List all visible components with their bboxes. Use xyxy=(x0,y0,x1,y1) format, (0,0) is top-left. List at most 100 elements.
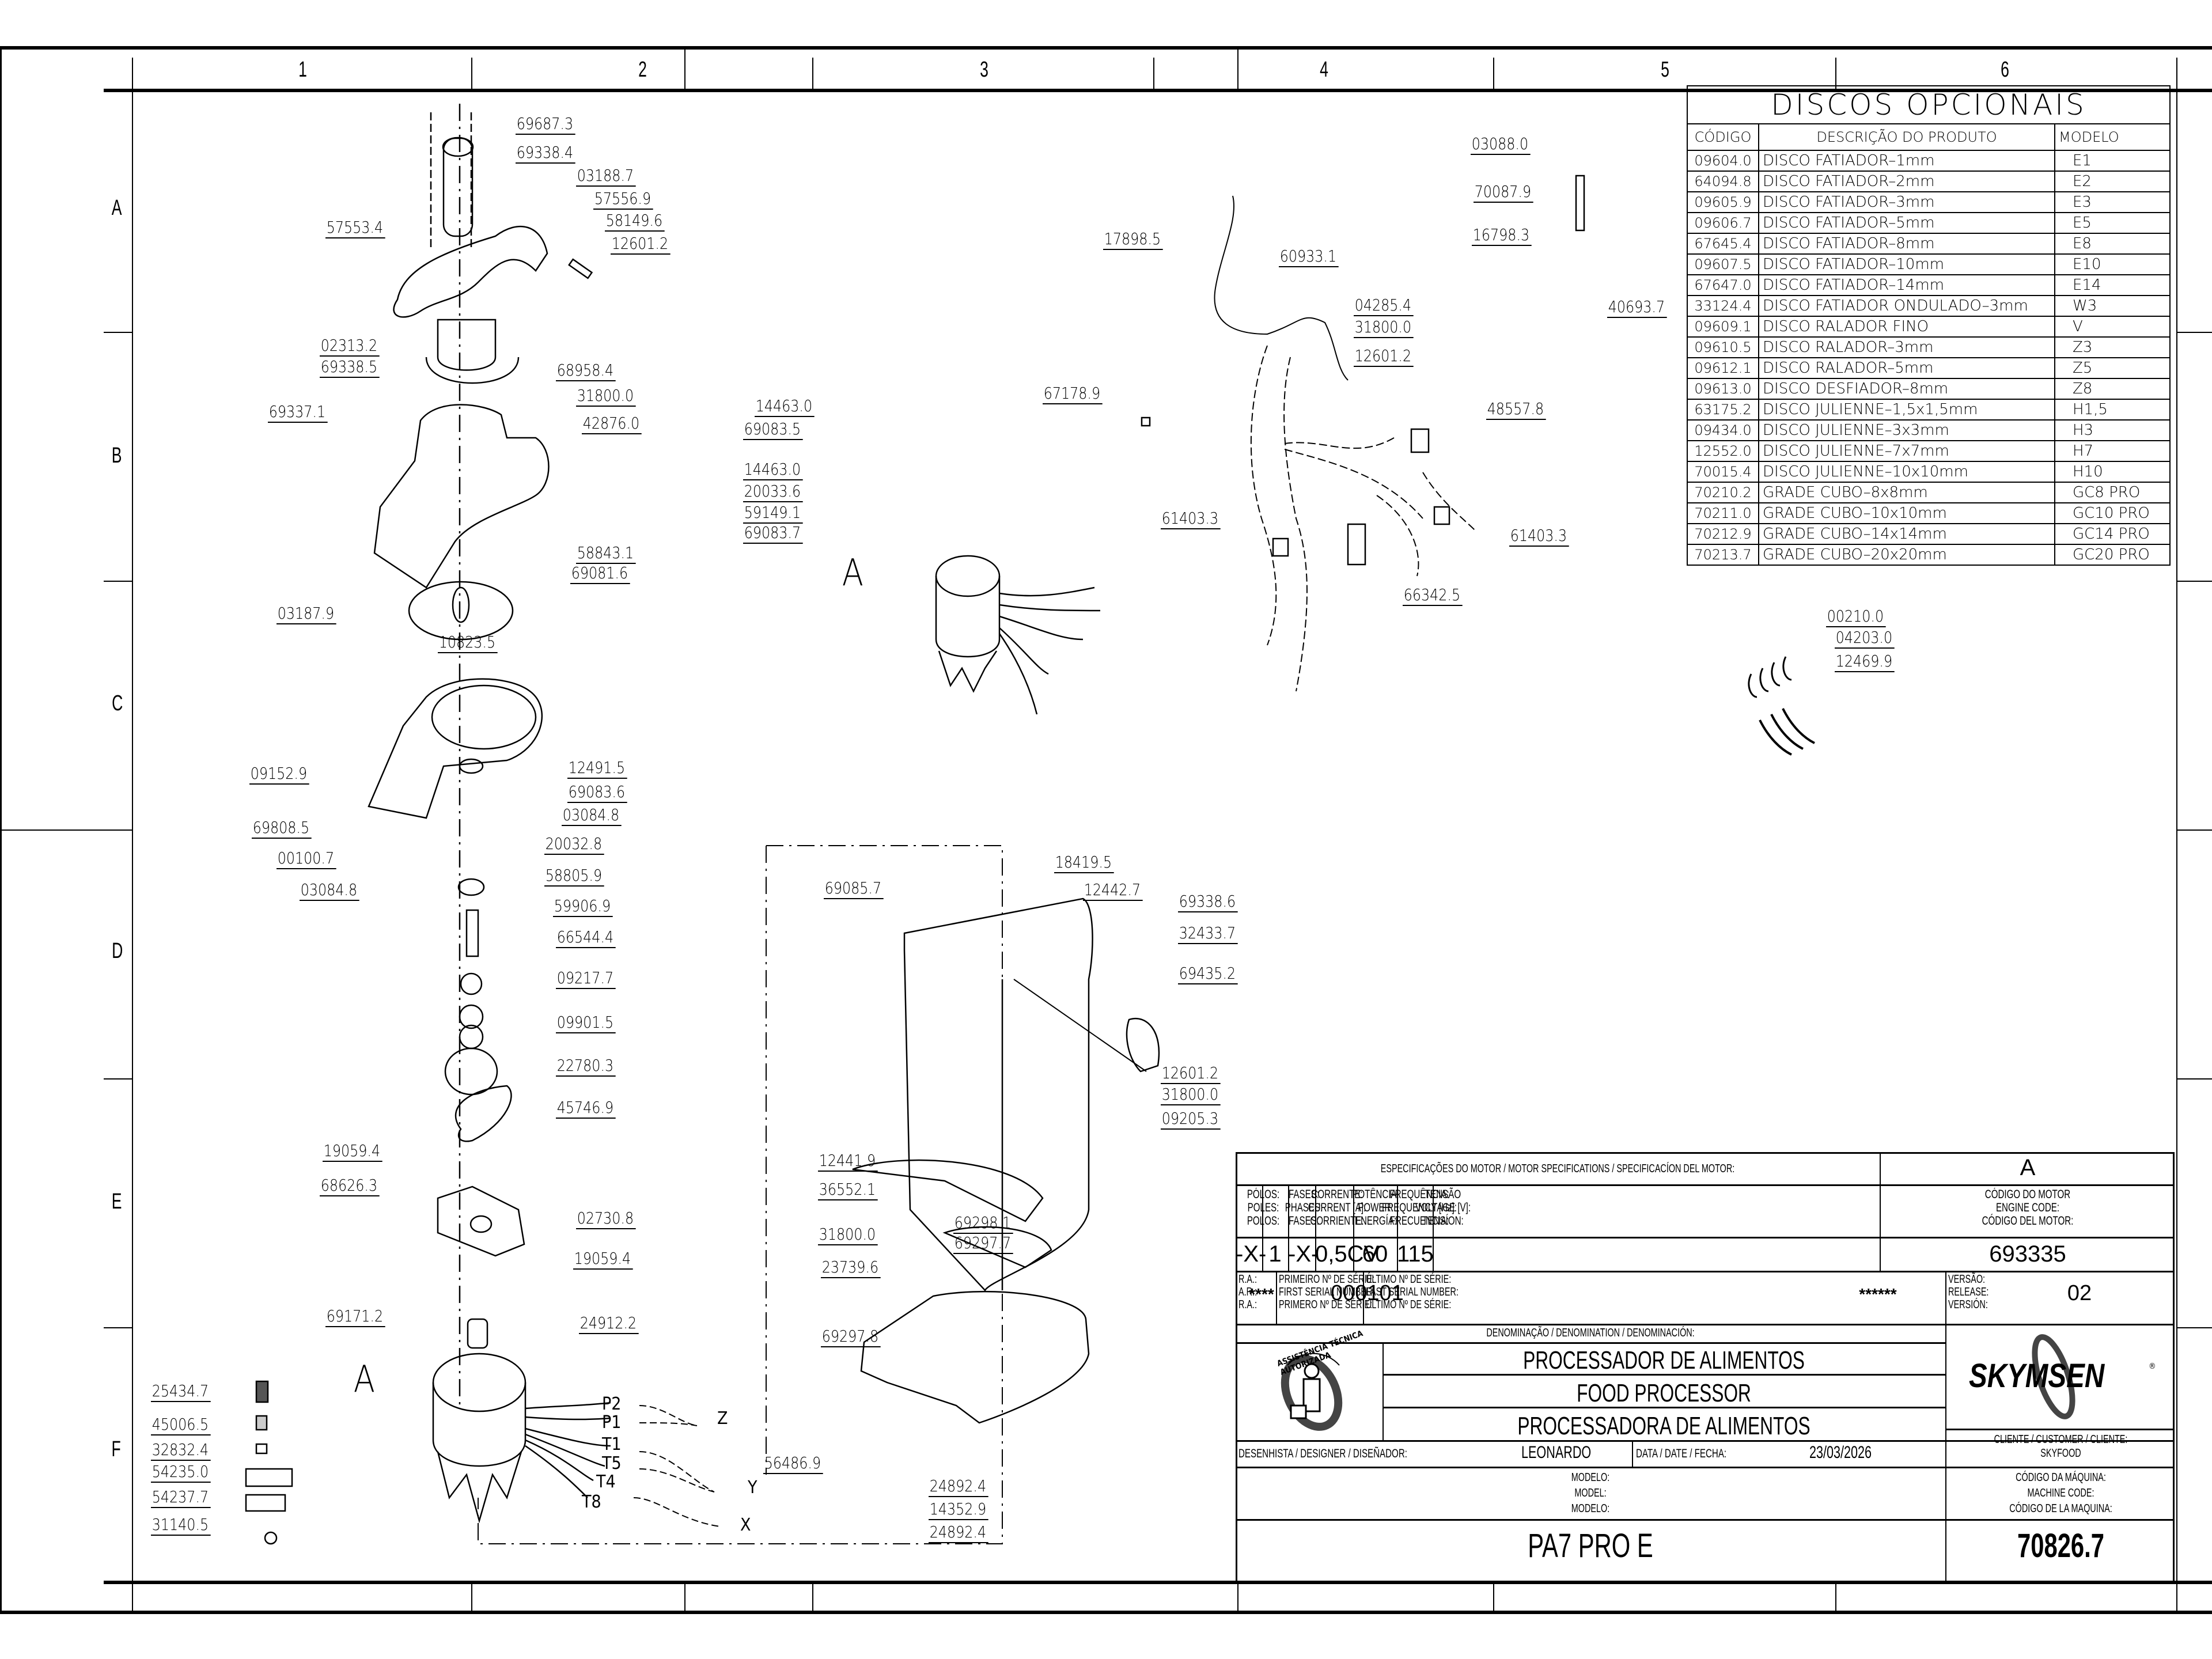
part-label[interactable]: 68958.4 xyxy=(556,362,616,381)
part-label[interactable]: 59149.1 xyxy=(743,504,803,524)
part-label[interactable]: 02313.2 xyxy=(320,337,380,357)
part-label[interactable]: 12469.9 xyxy=(1835,653,1895,672)
part-label[interactable]: 12442.7 xyxy=(1083,881,1143,901)
part-label[interactable]: 58149.6 xyxy=(605,212,665,232)
zone-header-line xyxy=(104,89,2212,92)
part-label[interactable]: 31140.5 xyxy=(151,1516,211,1536)
part-label[interactable]: 14463.0 xyxy=(743,461,803,480)
part-label[interactable]: 14463.0 xyxy=(755,397,815,417)
last-serial-value: ****** xyxy=(1859,1285,1897,1303)
part-label[interactable]: 18419.5 xyxy=(1054,854,1114,873)
part-label[interactable]: 14352.9 xyxy=(929,1501,988,1520)
part-label[interactable]: 54235.0 xyxy=(151,1463,211,1483)
part-label[interactable]: 03084.8 xyxy=(562,806,622,826)
part-label[interactable]: 69435.2 xyxy=(1178,965,1238,984)
part-label[interactable]: 12601.2 xyxy=(1354,347,1414,367)
part-label[interactable]: 19059.4 xyxy=(573,1250,633,1270)
part-label[interactable]: 40693.7 xyxy=(1607,298,1667,318)
part-label[interactable]: 69083.5 xyxy=(743,421,803,440)
part-label[interactable]: 69083.6 xyxy=(567,783,627,803)
part-label[interactable]: 32433.7 xyxy=(1178,925,1238,944)
part-label[interactable]: 69297.8 xyxy=(821,1328,881,1347)
part-label[interactable]: 03187.9 xyxy=(276,605,336,624)
part-label[interactable]: 69338.6 xyxy=(1178,893,1238,912)
disc-code: 70210.2 xyxy=(1687,482,1759,503)
part-label[interactable]: 57553.4 xyxy=(325,219,385,238)
part-label[interactable]: 66342.5 xyxy=(1403,586,1463,606)
part-label[interactable]: 69687.3 xyxy=(516,115,575,135)
part-label[interactable]: 31800.0 xyxy=(818,1226,878,1245)
part-label[interactable]: 42876.0 xyxy=(582,415,642,434)
part-label[interactable]: 09152.9 xyxy=(249,765,309,785)
part-label[interactable]: 04203.0 xyxy=(1835,629,1895,649)
part-label[interactable]: 69083.7 xyxy=(743,524,803,544)
part-label[interactable]: 00210.0 xyxy=(1826,608,1886,627)
part-label[interactable]: 31800.0 xyxy=(1354,319,1414,338)
part-label[interactable]: 12441.9 xyxy=(818,1152,878,1172)
part-label[interactable]: 70087.9 xyxy=(1474,183,1533,203)
part-label[interactable]: 31800.0 xyxy=(1161,1086,1221,1105)
part-label[interactable]: 00100.7 xyxy=(276,850,336,869)
part-label[interactable]: 03188.7 xyxy=(576,167,636,187)
part-label[interactable]: 66544.4 xyxy=(556,929,616,948)
part-label[interactable]: 20033.6 xyxy=(743,483,803,502)
part-label[interactable]: 45746.9 xyxy=(556,1099,616,1119)
part-label[interactable]: 22780.3 xyxy=(556,1057,616,1077)
disc-code: 70015.4 xyxy=(1687,461,1759,483)
part-label[interactable]: 36552.1 xyxy=(818,1181,878,1200)
belt-drawing xyxy=(454,1085,512,1142)
part-label[interactable]: 58843.1 xyxy=(576,544,636,564)
part-label[interactable]: 61403.3 xyxy=(1509,527,1569,547)
part-label[interactable]: 24912.2 xyxy=(579,1315,639,1334)
part-label[interactable]: 68626.3 xyxy=(320,1177,380,1196)
part-label[interactable]: 12491.5 xyxy=(567,759,627,779)
part-label[interactable]: 03084.8 xyxy=(300,881,359,901)
part-label[interactable]: 31800.0 xyxy=(576,387,636,407)
part-label[interactable]: 69171.2 xyxy=(325,1308,385,1327)
part-label[interactable]: 02730.8 xyxy=(576,1210,636,1229)
column-header-description: DESCRIÇÃO DO PRODUTO xyxy=(1758,123,2055,151)
part-label[interactable]: 24892.4 xyxy=(929,1478,988,1497)
part-label[interactable]: 25434.7 xyxy=(151,1382,211,1402)
part-label[interactable]: 32832.4 xyxy=(151,1441,211,1461)
part-label[interactable]: 57556.9 xyxy=(593,190,653,210)
part-label[interactable]: 69085.7 xyxy=(824,880,884,899)
zone-divider xyxy=(471,1581,472,1613)
part-label[interactable]: 48557.8 xyxy=(1486,400,1546,420)
part-label[interactable]: 19059.4 xyxy=(323,1142,382,1162)
part-label[interactable]: 09901.5 xyxy=(556,1014,616,1033)
part-label[interactable]: 12601.2 xyxy=(611,235,671,255)
part-label[interactable]: 54237.7 xyxy=(151,1488,211,1508)
part-label[interactable]: 69337.1 xyxy=(268,403,328,423)
zone-tick xyxy=(2176,830,2212,831)
part-label[interactable]: 09217.7 xyxy=(556,969,616,989)
part-label[interactable]: 16798.3 xyxy=(1472,226,1532,246)
part-label[interactable]: 69298.1 xyxy=(953,1214,1013,1234)
tb-vline xyxy=(1493,1581,1494,1613)
part-label[interactable]: 03088.0 xyxy=(1471,135,1531,155)
part-label[interactable]: 12601.2 xyxy=(1161,1065,1221,1084)
part-label[interactable]: 24892.4 xyxy=(929,1524,988,1543)
part-label[interactable]: 60933.1 xyxy=(1279,248,1339,267)
part-label[interactable]: 61403.3 xyxy=(1161,510,1221,529)
first-serial-label-line: PRIMEIRO Nº DE SÉRIE: xyxy=(1279,1273,1375,1286)
part-label[interactable]: 04285.4 xyxy=(1354,297,1414,316)
part-label[interactable]: 17898.5 xyxy=(1103,230,1163,250)
part-label[interactable]: 69338.4 xyxy=(516,144,575,164)
part-label[interactable]: 67178.9 xyxy=(1043,385,1103,404)
part-label[interactable]: 10823.5 xyxy=(438,634,498,653)
part-label[interactable]: 45006.5 xyxy=(151,1416,211,1435)
part-label[interactable]: 69338.5 xyxy=(320,358,380,378)
part-label[interactable]: 09205.3 xyxy=(1161,1110,1221,1130)
part-label[interactable]: 69808.5 xyxy=(252,819,312,839)
part-label[interactable]: 69081.6 xyxy=(570,565,630,584)
part-label[interactable]: 23739.6 xyxy=(821,1259,881,1278)
part-label[interactable]: 20032.8 xyxy=(544,835,604,855)
part-label[interactable]: 69297.7 xyxy=(953,1234,1013,1254)
part-label[interactable]: 56486.9 xyxy=(763,1455,823,1474)
part-label[interactable]: 58805.9 xyxy=(544,867,604,887)
part-label[interactable]: 59906.9 xyxy=(553,897,613,917)
inner-right-border xyxy=(2176,58,2177,1613)
disc-description: DISCO FATIADOR–5mm xyxy=(1758,212,2055,234)
